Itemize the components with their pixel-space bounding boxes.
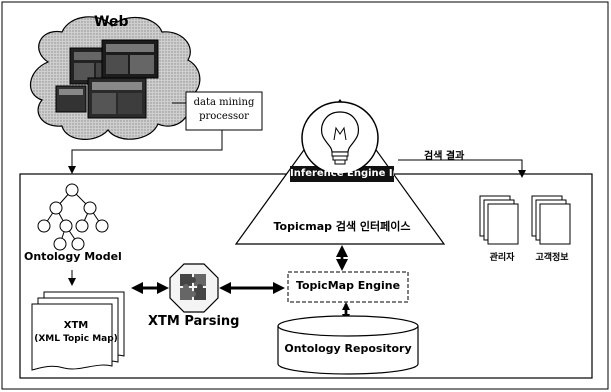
web-screens [55, 39, 159, 119]
customer-info-document-icon [531, 195, 571, 245]
data-mining-processor-label: data mining processor [193, 97, 255, 122]
ontology-model-label: Ontology Model [24, 250, 122, 263]
web-label: Web [94, 14, 129, 30]
xtm-parsing-node [169, 263, 219, 313]
topicmap-engine-label: TopicMap Engine [295, 279, 401, 292]
data-mining-processor-box [185, 91, 263, 131]
xtm-documents [31, 291, 125, 371]
xtm-full-label: (XML Topic Map) [34, 334, 118, 344]
manager-label: 관리자 [489, 253, 515, 263]
xtm-label: XTM [63, 320, 89, 331]
topicmap-engine-box [287, 271, 409, 303]
search-result-label: 검색 결과 [424, 151, 465, 162]
inference-engine-index-label: Inference Engine Index [290, 168, 394, 179]
ontology-repository-cylinder [277, 315, 419, 375]
edge-processor-ontology [68, 130, 223, 174]
customer-info-label: 고객정보 [535, 253, 569, 263]
xtm-parsing-label: XTM Parsing [148, 314, 240, 329]
manager-document-icon [479, 195, 519, 245]
edge-search-result [398, 159, 526, 178]
topicmap-search-interface-label: Topicmap 검색 인터페이스 [273, 220, 411, 233]
ontology-repository-label: Ontology Repository [284, 342, 412, 355]
ontology-tree [37, 183, 109, 251]
